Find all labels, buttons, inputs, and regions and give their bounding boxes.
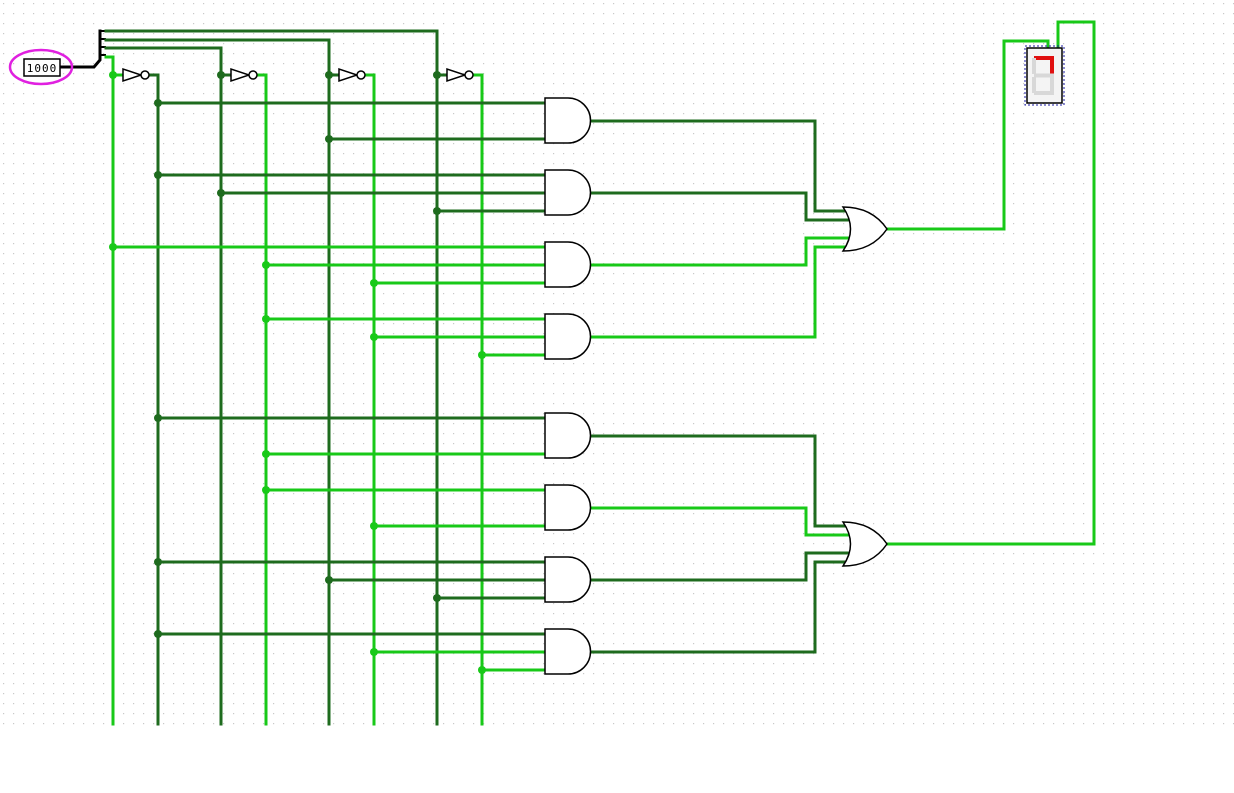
junction-dot [154,414,162,422]
and-gate[interactable] [544,556,592,603]
junction-dot [370,279,378,287]
and-gate[interactable] [544,484,592,531]
junction-dot [262,315,270,323]
junction-dot [478,351,486,359]
segment-b [1050,58,1054,74]
or-gate[interactable] [841,206,888,252]
not-gate-b[interactable] [230,67,258,83]
junction-dot [154,630,162,638]
or-gate[interactable] [841,521,888,567]
junction-dot [154,171,162,179]
and-gate[interactable] [544,628,592,675]
segment-d [1034,91,1054,95]
junction-dot [370,648,378,656]
junction-dot [109,71,117,79]
and-gates [544,97,592,675]
or-output-wires [885,20,1096,546]
input-pin-bits: 1000 [27,62,58,75]
junction-dot [370,333,378,341]
junction-dot [325,135,333,143]
junction-dot [262,261,270,269]
segment-g [1034,73,1054,78]
junction-dot [109,243,117,251]
seven-segment-display[interactable] [1024,45,1065,106]
splitter[interactable] [58,29,106,69]
input-pin-box [23,58,61,77]
junction-dot [433,207,441,215]
segment-c [1050,77,1054,93]
input-branches [104,29,439,726]
segment-e [1032,77,1036,93]
junction-dot [433,594,441,602]
junction-dot [370,522,378,530]
not-gate-a[interactable] [122,67,150,83]
junction-dot [325,576,333,584]
junction-dot [325,71,333,79]
junction-dot [154,558,162,566]
and-gate[interactable] [544,313,592,360]
junctions [109,71,486,674]
input-pin[interactable]: 1000 [8,48,74,86]
junction-dot [154,99,162,107]
junction-dot [262,450,270,458]
junction-dot [217,189,225,197]
and-gate[interactable] [544,241,592,288]
and-input-wires [111,101,547,672]
or-gates [841,206,888,567]
and-gate[interactable] [544,169,592,216]
and-gate[interactable] [544,412,592,459]
not-gate-c[interactable] [338,67,366,83]
grid-background [0,0,1234,728]
selection-highlight [8,48,74,86]
junction-dot [433,71,441,79]
junction-dot [217,71,225,79]
and-output-wires [588,119,849,654]
and-gate[interactable] [544,97,592,144]
segment-f [1032,58,1036,74]
not-gate-d[interactable] [446,67,474,83]
display-border [1024,45,1065,106]
junction-dot [478,666,486,674]
junction-dot [262,486,270,494]
segment-a [1034,56,1054,60]
